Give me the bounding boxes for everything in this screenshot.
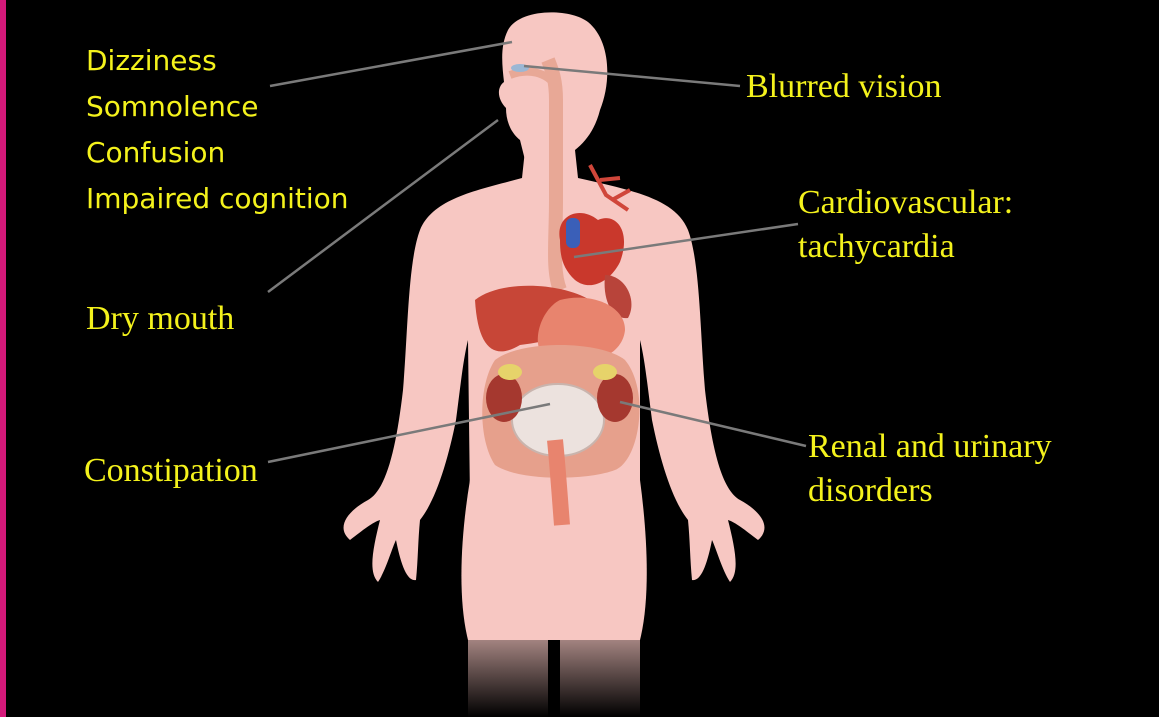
- aorta: [566, 218, 580, 248]
- right-kidney: [597, 374, 633, 422]
- cardio-label-line2: tachycardia: [798, 224, 955, 270]
- cns-label-confusion: Confusion: [86, 130, 225, 176]
- renal-label-line2: disorders: [808, 468, 933, 514]
- left-leg: [468, 600, 548, 717]
- esophagus: [548, 60, 560, 290]
- leader-renal: [620, 402, 806, 446]
- cns-label-somnolence: Somnolence: [86, 84, 258, 130]
- dry-mouth-label: Dry mouth: [86, 296, 234, 342]
- constipation-label: Constipation: [84, 448, 258, 494]
- cardio-label-line1: Cardiovascular:: [798, 180, 1013, 226]
- leader-cns: [270, 42, 512, 86]
- cns-label-dizziness: Dizziness: [86, 38, 217, 84]
- right-leg: [560, 600, 640, 717]
- renal-label-line1: Renal and urinary: [808, 424, 1052, 470]
- cns-label-impaired-cognition: Impaired cognition: [86, 176, 349, 222]
- blurred-vision-label: Blurred vision: [746, 64, 941, 110]
- organs: [475, 60, 639, 525]
- right-adrenal: [593, 364, 617, 380]
- rectum: [555, 440, 562, 525]
- left-adrenal: [498, 364, 522, 380]
